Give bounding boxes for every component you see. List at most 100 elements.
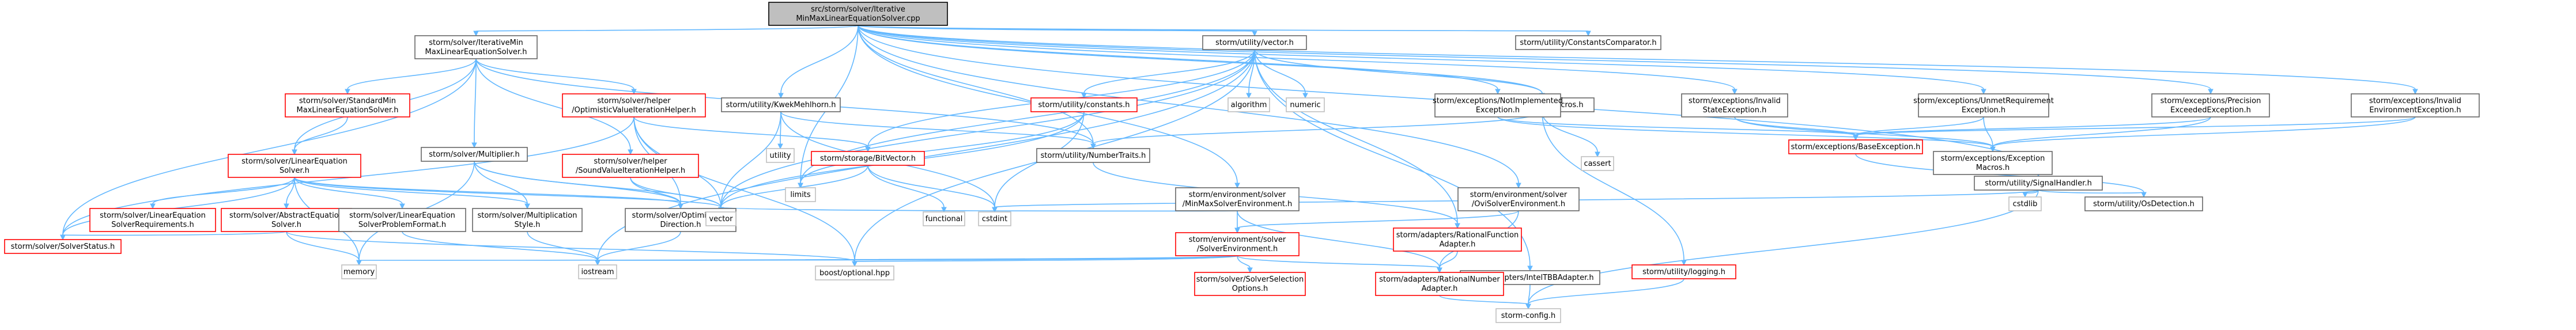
node-box	[766, 148, 795, 163]
include-edge	[778, 25, 859, 99]
node-box	[811, 151, 925, 166]
node-root[interactable]: src/storm/solver/IterativeMinMaxLinearEq…	[768, 2, 948, 26]
node-label-line: storm/utility/SignalHandler.h	[1985, 179, 2092, 188]
node-kwek[interactable]: storm/utility/KwekMehlhorn.h	[721, 97, 841, 112]
node-exc-notimpl[interactable]: storm/exceptions/NotImplementedException…	[1433, 93, 1563, 117]
node-numtraits[interactable]: storm/utility/NumberTraits.h	[1036, 148, 1150, 163]
include-edge	[1853, 116, 2416, 141]
node-box	[1495, 308, 1561, 323]
node-osdetect[interactable]: storm/utility/OsDetection.h	[2084, 196, 2203, 211]
include-edge	[286, 231, 362, 266]
node-exc-invenv[interactable]: storm/exceptions/InvalidEnvironmentExcep…	[2351, 93, 2480, 117]
node-solverstatus[interactable]: storm/solver/SolverStatus.h	[4, 239, 122, 254]
node-box	[1933, 151, 2053, 175]
node-label-line: Exception.h	[1962, 106, 2005, 115]
node-linsolver[interactable]: storm/solver/LinearEquationSolver.h	[228, 154, 361, 178]
node-bitvector[interactable]: storm/storage/BitVector.h	[811, 151, 925, 166]
include-edge	[867, 165, 998, 213]
node-label-line: storm/exceptions/BaseException.h	[1791, 143, 1921, 151]
node-box	[721, 97, 841, 112]
node-sighandler[interactable]: storm/utility/SignalHandler.h	[1974, 176, 2103, 191]
node-box	[785, 187, 816, 202]
node-box	[1036, 148, 1150, 163]
include-edge	[1234, 210, 1519, 234]
node-linformat[interactable]: storm/solver/LinearEquationSolverProblem…	[338, 208, 466, 232]
node-label-line: storm/adapters/RationalNumber	[1379, 275, 1500, 284]
node-label-line: storm/environment/solver	[1470, 191, 1567, 199]
node-svihelper[interactable]: storm/solver/helper/SoundValueIterationH…	[562, 154, 699, 178]
node-box	[414, 35, 538, 59]
node-label-line: utility	[770, 151, 791, 160]
node-box	[578, 264, 617, 279]
node-box	[285, 93, 410, 117]
node-label-line: cstdint	[982, 215, 1007, 223]
node-multiplier[interactable]: storm/solver/Multiplier.h	[421, 147, 528, 162]
include-edge	[633, 116, 871, 153]
node-excbase[interactable]: storm/exceptions/BaseException.h	[1788, 139, 1923, 154]
node-box	[341, 264, 377, 279]
include-edge	[798, 111, 1085, 189]
node-label-line: /MinMaxSolverEnvironment.h	[1183, 200, 1293, 208]
node-label-line: MaxLinearEquationSolver.h	[297, 106, 399, 115]
node-exc-unmet[interactable]: storm/exceptions/UnmetRequirementExcepti…	[1913, 93, 2054, 117]
node-constcomp[interactable]: storm/utility/ConstantsComparator.h	[1515, 35, 1661, 50]
node-envsolver[interactable]: storm/environment/solver/SolverEnvironme…	[1175, 232, 1300, 256]
include-edge	[60, 231, 287, 241]
node-label-line: StateException.h	[1703, 106, 1767, 115]
node-label-line: Adapter.h	[1440, 240, 1476, 249]
node-label-line: Solver.h	[279, 166, 309, 175]
node-label-line: MinMaxLinearEquationSolver.cpp	[796, 14, 920, 23]
node-box	[2351, 93, 2480, 117]
include-edge	[858, 25, 1738, 95]
node-box	[2084, 196, 2203, 211]
node-label-line: cstdlib	[2013, 200, 2038, 208]
node-label-line: boost/optional.hpp	[819, 269, 890, 278]
node-label-line: storm/solver/SolverSelection	[1196, 275, 1304, 284]
node-exc-prec[interactable]: storm/exceptions/PrecisionExceededExcept…	[2151, 93, 2270, 117]
node-itmm[interactable]: storm/solver/IterativeMinMaxLinearEquati…	[414, 35, 538, 59]
node-box	[472, 208, 583, 232]
node-utilconst[interactable]: storm/utility/constants.h	[1030, 97, 1138, 112]
include-edge	[858, 25, 2214, 95]
include-edge	[1237, 255, 1442, 274]
node-box	[1175, 232, 1300, 256]
node-label-line: storm/solver/Optimization	[632, 211, 730, 220]
node-vector-h[interactable]: storm/utility/vector.h	[1202, 35, 1307, 50]
node-label-line: src/storm/solver/Iterative	[811, 5, 905, 14]
include-edge	[858, 25, 1521, 189]
node-envmm[interactable]: storm/environment/solver/MinMaxSolverEnv…	[1175, 187, 1300, 211]
node-label-line: storm/environment/solver	[1189, 236, 1286, 244]
node-stdminmax[interactable]: storm/solver/StandardMinMaxLinearEquatio…	[285, 93, 410, 117]
node-label-line: /OptimisticValueIterationHelper.h	[572, 106, 696, 115]
include-edge	[718, 207, 1238, 213]
node-label-line: storm/exceptions/Invalid	[1689, 97, 1781, 105]
node-label-line: storm/solver/SolverStatus.h	[11, 242, 115, 251]
node-vector: vector	[705, 211, 736, 226]
node-logging[interactable]: storm/utility/logging.h	[1631, 264, 1736, 279]
node-box	[562, 154, 699, 178]
node-box	[4, 239, 122, 254]
node-label-line: storm/solver/Multiplication	[477, 211, 577, 220]
node-envos[interactable]: storm/environment/solver/OviSolverEnviro…	[1457, 187, 1580, 211]
include-edge	[633, 116, 858, 267]
node-box	[562, 93, 706, 117]
node-box	[1194, 272, 1306, 296]
node-linreq[interactable]: storm/solver/LinearEquationSolverRequire…	[89, 208, 216, 232]
node-label-line: EnvironmentException.h	[2369, 106, 2461, 115]
node-label-line: memory	[343, 268, 375, 276]
node-label-line: storm/utility/NumberTraits.h	[1041, 151, 1146, 160]
include-edge	[1254, 49, 1533, 272]
include-edge	[858, 25, 1257, 37]
node-label-line: vector	[709, 215, 733, 223]
node-ovihelper[interactable]: storm/solver/helper/OptimisticValueItera…	[562, 93, 706, 117]
node-box	[1175, 187, 1300, 211]
node-box	[1393, 227, 1522, 252]
